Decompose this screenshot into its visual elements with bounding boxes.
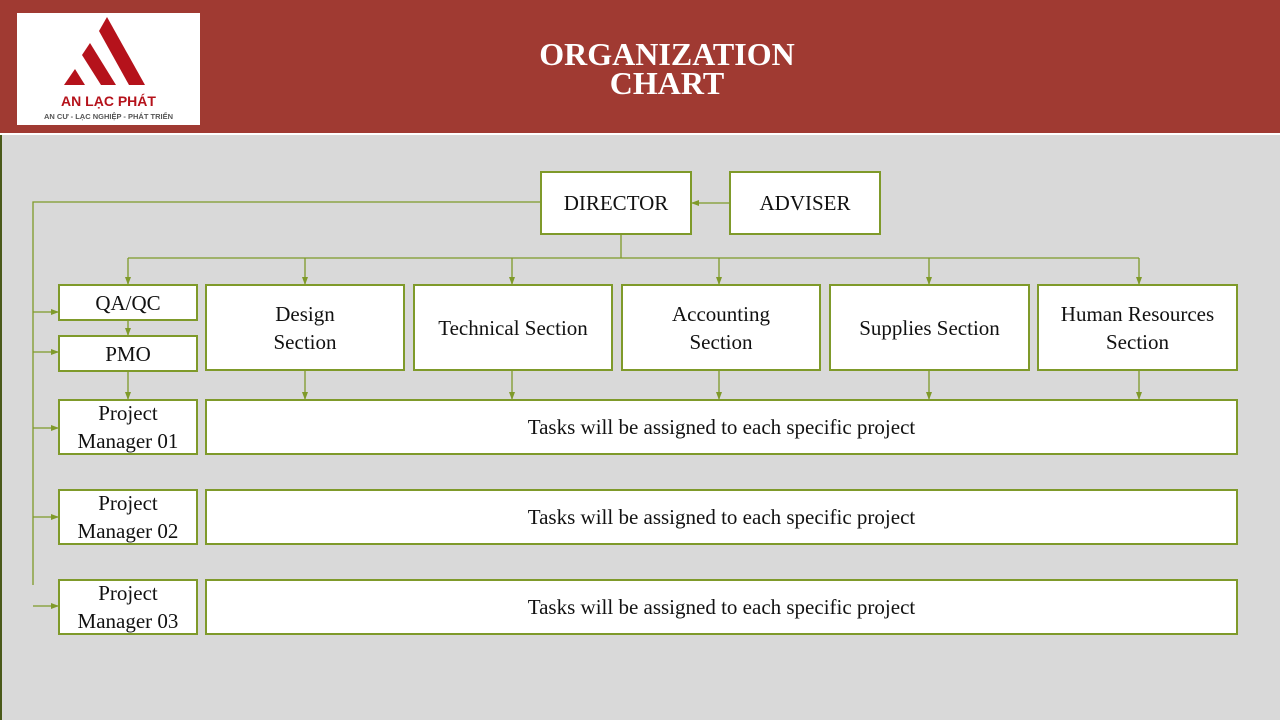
qaqc-box: QA/QC <box>58 284 198 321</box>
director-box: DIRECTOR <box>540 171 692 235</box>
adviser-box: ADVISER <box>729 171 881 235</box>
section-technical: Technical Section <box>413 284 613 371</box>
section-design: Design Section <box>205 284 405 371</box>
header-banner: AN LẠC PHÁT AN CƯ - LẠC NGHIỆP - PHÁT TR… <box>0 0 1280 135</box>
section-supplies: Supplies Section <box>829 284 1030 371</box>
section-accounting: Accounting Section <box>621 284 821 371</box>
tasks-row-03: Tasks will be assigned to each specific … <box>205 579 1238 635</box>
pmo-box: PMO <box>58 335 198 372</box>
project-manager-03: Project Manager 03 <box>58 579 198 635</box>
project-manager-02: Project Manager 02 <box>58 489 198 545</box>
project-manager-01: Project Manager 01 <box>58 399 198 455</box>
section-human-resources: Human Resources Section <box>1037 284 1238 371</box>
logo-mark-icon <box>64 17 145 85</box>
tasks-row-01: Tasks will be assigned to each specific … <box>205 399 1238 455</box>
tasks-row-02: Tasks will be assigned to each specific … <box>205 489 1238 545</box>
company-logo: AN LẠC PHÁT AN CƯ - LẠC NGHIỆP - PHÁT TR… <box>17 13 200 125</box>
left-border <box>0 135 2 720</box>
logo-tagline: AN CƯ - LẠC NGHIỆP - PHÁT TRIỂN <box>43 112 173 121</box>
logo-brand: AN LẠC PHÁT <box>61 93 156 109</box>
